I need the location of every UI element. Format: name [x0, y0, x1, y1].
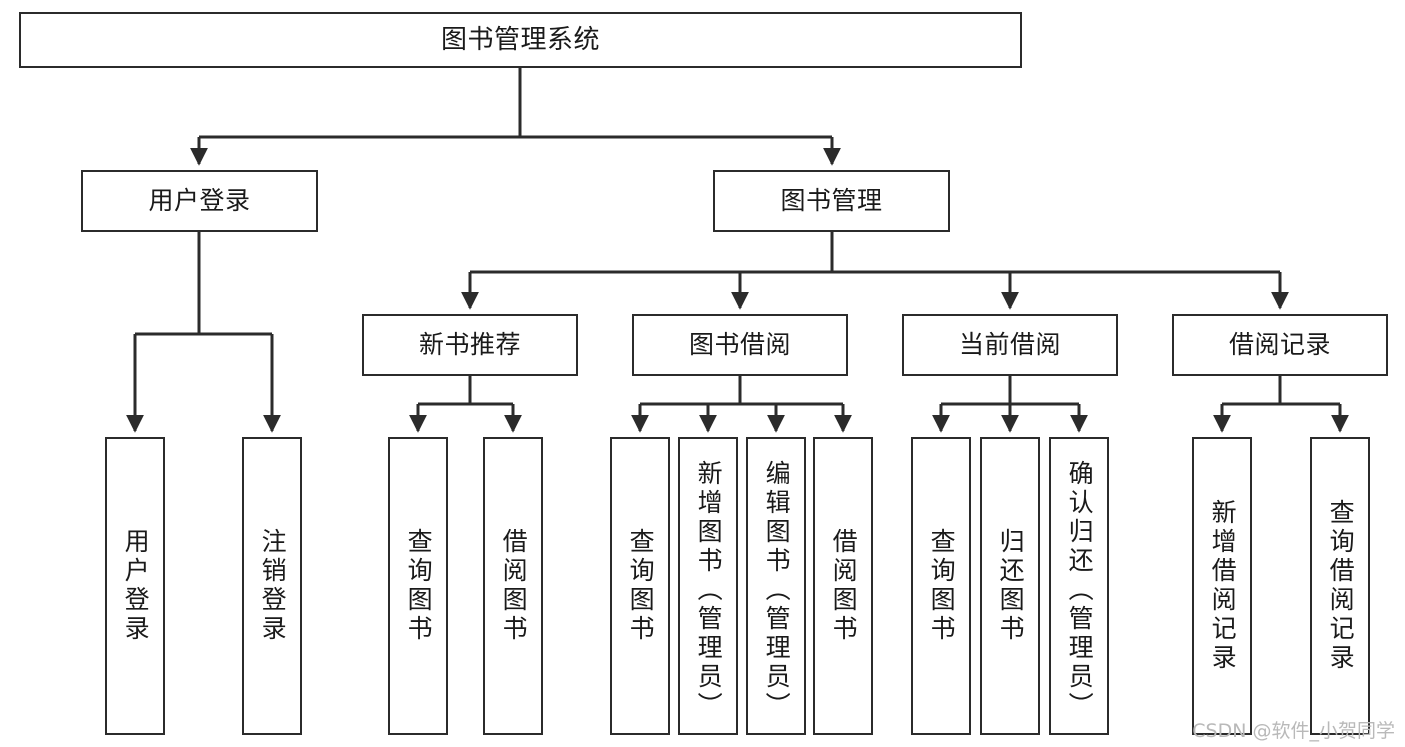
node-label: 用户登录 — [148, 186, 251, 216]
node-label: 注销登录 — [258, 528, 288, 644]
node-label: 确认归还（管理员） — [1065, 460, 1095, 721]
node-label: 查询图书 — [927, 528, 957, 644]
node-book-management[interactable]: 图书管理 — [713, 170, 950, 232]
node-book-borrow[interactable]: 图书借阅 — [632, 314, 848, 376]
node-label: 归还图书 — [996, 528, 1026, 644]
node-new-book-recommendation[interactable]: 新书推荐 — [362, 314, 578, 376]
leaf-logout-login[interactable]: 注销登录 — [242, 437, 302, 735]
leaf-query-book-new-rec[interactable]: 查询图书 — [388, 437, 448, 735]
node-label: 借阅图书 — [829, 528, 859, 644]
leaf-query-book-borrow[interactable]: 查询图书 — [610, 437, 670, 735]
leaf-add-borrow-record[interactable]: 新增借阅记录 — [1192, 437, 1252, 735]
leaf-borrow-book-borrow[interactable]: 借阅图书 — [813, 437, 873, 735]
leaf-return-book[interactable]: 归还图书 — [980, 437, 1040, 735]
leaf-user-login[interactable]: 用户登录 — [105, 437, 165, 735]
node-label: 图书管理系统 — [440, 24, 600, 55]
node-label: 用户登录 — [121, 528, 151, 644]
node-label: 查询借阅记录 — [1326, 499, 1356, 673]
leaf-confirm-return-admin[interactable]: 确认归还（管理员） — [1049, 437, 1109, 735]
node-label: 查询图书 — [404, 528, 434, 644]
node-label: 新书推荐 — [418, 330, 521, 360]
node-label: 编辑图书（管理员） — [762, 460, 792, 721]
csdn-watermark: CSDN @软件_小贺同学 — [1192, 720, 1395, 742]
node-borrow-record[interactable]: 借阅记录 — [1172, 314, 1388, 376]
node-label: 新增借阅记录 — [1208, 499, 1238, 673]
leaf-edit-book-admin[interactable]: 编辑图书（管理员） — [746, 437, 806, 735]
node-label: 借阅图书 — [499, 528, 529, 644]
leaf-query-borrow-record[interactable]: 查询借阅记录 — [1310, 437, 1370, 735]
leaf-borrow-book-new-rec[interactable]: 借阅图书 — [483, 437, 543, 735]
leaf-query-book-current[interactable]: 查询图书 — [911, 437, 971, 735]
node-root-book-management-system[interactable]: 图书管理系统 — [19, 12, 1022, 68]
node-label: 借阅记录 — [1228, 330, 1331, 360]
node-label: 图书借阅 — [688, 330, 791, 360]
node-user-login[interactable]: 用户登录 — [81, 170, 318, 232]
node-label: 新增图书（管理员） — [694, 460, 724, 721]
node-label: 图书管理 — [780, 186, 883, 216]
node-label: 当前借阅 — [958, 330, 1061, 360]
node-current-borrow[interactable]: 当前借阅 — [902, 314, 1118, 376]
node-label: 查询图书 — [626, 528, 656, 644]
leaf-add-book-admin[interactable]: 新增图书（管理员） — [678, 437, 738, 735]
